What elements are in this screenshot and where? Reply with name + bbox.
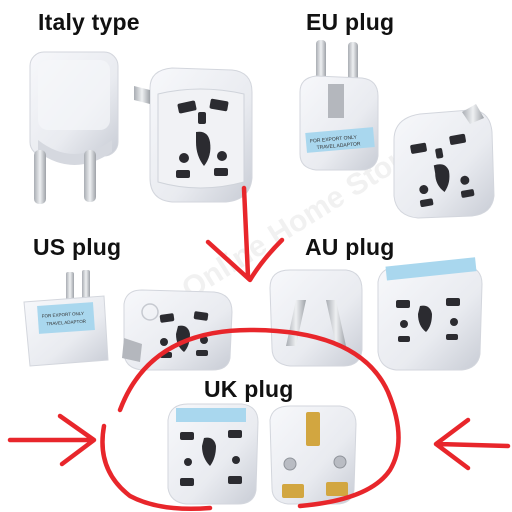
us-pin-left	[66, 272, 74, 302]
label-italy-type: Italy type	[38, 9, 140, 35]
label-eu-plug: EU plug	[306, 9, 395, 35]
italy-pin-right	[84, 150, 96, 202]
italy-plug-front	[29, 51, 119, 204]
down-arrow-annotation	[205, 185, 285, 283]
au-plug-socket-side	[377, 257, 483, 371]
us-plug-socket-side	[122, 289, 233, 371]
italy-pin-left	[34, 150, 46, 204]
eu-plug-front: FOR EXPORT ONLY TRAVEL ADAPTOR	[299, 40, 379, 171]
left-arrow-annotation	[433, 417, 511, 471]
uk-plug-socket-side	[167, 403, 259, 505]
label-au-plug: AU plug	[305, 234, 395, 260]
us-sticker-text: FOR EXPORT ONLY	[42, 311, 85, 319]
label-uk-plug: UK plug	[204, 376, 294, 402]
uk-pin-left	[282, 484, 304, 498]
uk-plug-back	[269, 405, 357, 505]
eu-sticker-subtext: TRAVEL ADAPTOR	[316, 141, 361, 151]
eu-plug-socket-side	[393, 104, 495, 219]
italy-plug-socket-side	[134, 67, 253, 203]
us-pin-right	[82, 270, 90, 300]
uk-pin-earth	[306, 412, 320, 446]
au-pin-right	[326, 300, 346, 346]
uk-pin-right	[326, 482, 348, 496]
au-plug-back	[269, 269, 363, 367]
label-us-plug: US plug	[33, 234, 122, 260]
uk-circle-annotation	[100, 327, 401, 512]
red-annotations	[7, 185, 511, 512]
us-plug-front: FOR EXPORT ONLY TRAVEL ADAPTOR	[23, 270, 109, 367]
uk-sticker	[176, 408, 246, 422]
au-sticker	[385, 257, 477, 281]
eu-sticker	[305, 127, 375, 153]
eu-sticker-text: FOR EXPORT ONLY	[310, 134, 358, 144]
us-sticker-subtext: TRAVEL ADAPTOR	[46, 319, 87, 327]
right-arrow-annotation	[7, 413, 97, 467]
us-sticker	[37, 302, 95, 334]
